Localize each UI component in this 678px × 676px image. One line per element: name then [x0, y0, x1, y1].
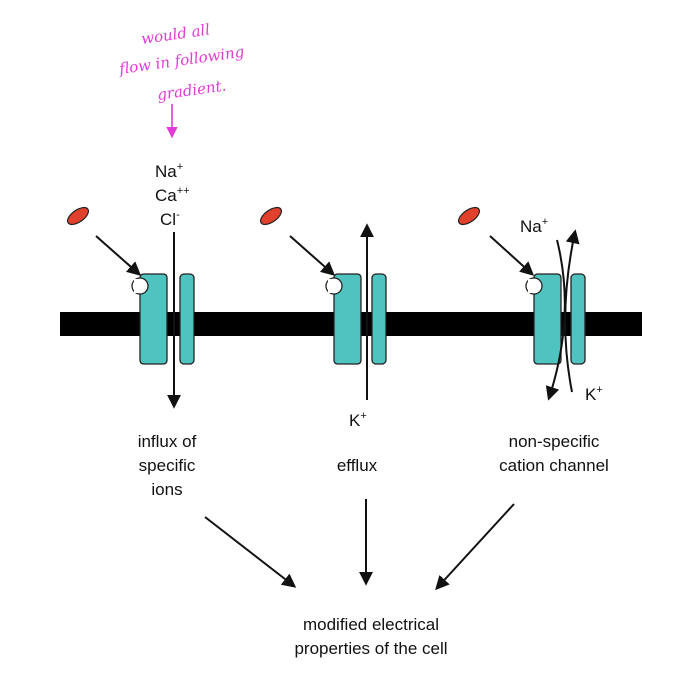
ion-channel-1 [131, 232, 195, 409]
ion-label-cl: Cl- [160, 209, 180, 229]
ion-label-na-nonspecific: Na+ [520, 216, 548, 236]
outcome-label: modified electrical properties of the ce… [294, 615, 447, 658]
caption-influx-line-1: influx of [138, 432, 197, 451]
channel-1-ion-labels: Na+ Ca++ Cl- [155, 161, 190, 229]
annotation-line-1: would all [140, 20, 211, 47]
caption-nonspecific-line-1: non-specific [509, 432, 600, 451]
annotation-line-2: flow in following [117, 43, 245, 78]
outcome-line-1: modified electrical [303, 615, 439, 634]
outcome-line-2: properties of the cell [294, 639, 447, 658]
ion-label-k-nonspecific: K+ [585, 384, 603, 404]
ligand-1 [66, 206, 90, 226]
binding-arrow-3 [489, 235, 535, 276]
binding-arrow-2 [289, 235, 336, 276]
annotation-line-3: gradient. [156, 76, 227, 103]
caption-nonspecific-line-2: cation channel [499, 456, 609, 475]
ion-label-ca: Ca++ [155, 185, 190, 205]
ion-label-na: Na+ [155, 161, 183, 181]
ion-label-k-efflux: K+ [349, 410, 367, 430]
ion-channel-2 [325, 223, 387, 400]
caption-efflux: efflux [337, 456, 378, 475]
caption-influx: influx of specific ions [138, 432, 197, 499]
binding-arrow-1 [95, 235, 142, 276]
handwritten-annotation: would all flow in following gradient. [117, 20, 245, 139]
ligand-2 [259, 206, 283, 226]
potassium-efflux-arrow [564, 229, 580, 393]
converge-arrow-right [435, 503, 515, 591]
caption-influx-line-3: ions [151, 480, 182, 499]
caption-nonspecific: non-specific cation channel [499, 432, 609, 475]
ion-channel-3 [525, 229, 586, 401]
ligand-3 [457, 206, 481, 226]
caption-influx-line-2: specific [139, 456, 196, 475]
converge-arrow-left [204, 516, 297, 588]
